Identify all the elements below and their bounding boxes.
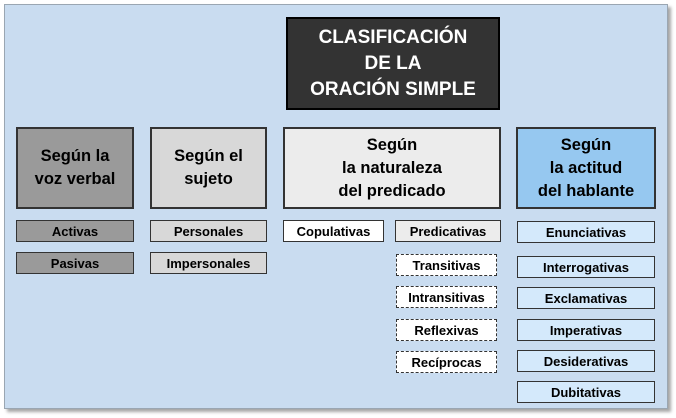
subitem-intransitivas: Intransitivas xyxy=(396,286,497,308)
category-hablante: Según la actitud del hablante xyxy=(516,127,656,209)
item-dubitativas: Dubitativas xyxy=(517,381,655,403)
item-personales: Personales xyxy=(150,220,267,242)
subitem-transitivas: Transitivas xyxy=(396,254,497,276)
category-sujeto: Según el sujeto xyxy=(150,127,267,209)
subitem-reciprocas: Recíprocas xyxy=(396,351,497,373)
category-voz-verbal: Según la voz verbal xyxy=(16,127,134,209)
item-impersonales: Impersonales xyxy=(150,252,267,274)
item-exclamativas: Exclamativas xyxy=(517,287,655,309)
subitem-reflexivas: Reflexivas xyxy=(396,319,497,341)
item-enunciativas: Enunciativas xyxy=(517,221,655,243)
diagram-title: CLASIFICACIÓN DE LA ORACIÓN SIMPLE xyxy=(286,17,500,110)
item-copulativas: Copulativas xyxy=(283,220,384,242)
item-imperativas: Imperativas xyxy=(517,319,655,341)
item-activas: Activas xyxy=(16,220,134,242)
item-interrogativas: Interrogativas xyxy=(517,256,655,278)
item-pasivas: Pasivas xyxy=(16,252,134,274)
item-desiderativas: Desiderativas xyxy=(517,350,655,372)
category-predicado: Según la naturaleza del predicado xyxy=(283,127,501,209)
item-predicativas: Predicativas xyxy=(395,220,501,242)
